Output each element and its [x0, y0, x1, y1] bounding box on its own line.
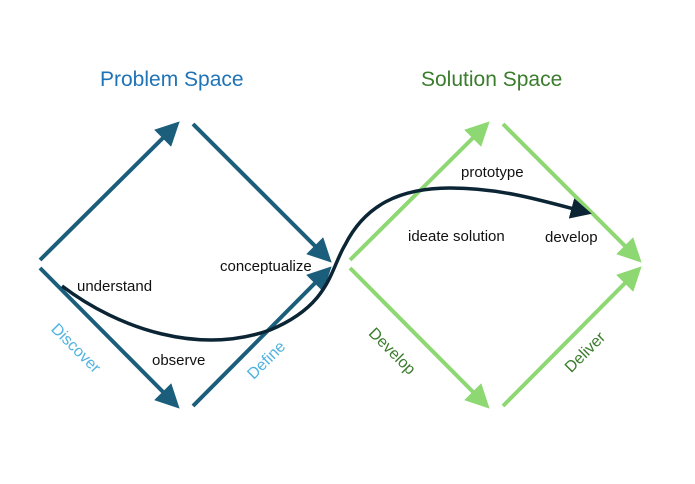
label-ideate-solution: ideate solution	[408, 228, 505, 245]
flow-curve-arrow	[60, 186, 592, 342]
define-up-arrow	[191, 266, 332, 408]
label-conceptualize: conceptualize	[220, 258, 312, 275]
discover-down-arrow	[38, 266, 180, 409]
label-understand: understand	[77, 278, 153, 295]
define-down-arrow	[191, 122, 332, 263]
develop-down-arrow	[348, 266, 490, 409]
solution-space-diamond	[348, 121, 642, 409]
label-develop-activity: develop	[545, 229, 598, 246]
label-prototype: prototype	[461, 164, 524, 181]
deliver-up-arrow	[501, 266, 642, 408]
problem-space-title: Problem Space	[100, 68, 244, 91]
problem-space-diamond	[38, 121, 332, 409]
develop-up-arrow	[348, 121, 490, 262]
solution-space-title: Solution Space	[421, 68, 563, 91]
discover-up-arrow	[38, 121, 180, 262]
label-observe: observe	[152, 352, 206, 369]
deliver-down-arrow	[501, 122, 642, 263]
